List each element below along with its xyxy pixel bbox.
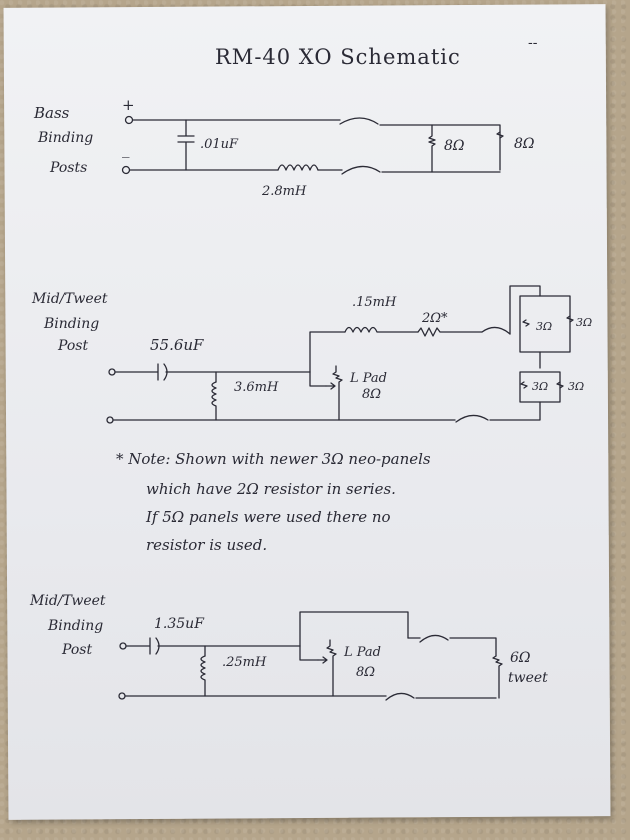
mid1-label-line-3: Post — [57, 338, 88, 354]
corner-mark: -- — [528, 35, 538, 51]
mid2-lpad — [317, 639, 337, 697]
mid1-cap-value: 55.6uF — [150, 336, 204, 354]
bass-minus-mark: _ — [122, 140, 130, 158]
note-block: * Note: Shown with newer 3Ω neo-panels w… — [116, 450, 431, 554]
mid1-panel-d-value: 3Ω — [568, 380, 584, 393]
mid1-lpad-label-1: L Pad — [349, 371, 387, 386]
mid1-switch-bottom — [455, 414, 489, 423]
note-line-1: * Note: Shown with newer 3Ω neo-panels — [116, 450, 431, 468]
mid2-label-line-3: Post — [61, 642, 92, 658]
bass-section: Bass Binding Posts + _ .01uF 2.8mH 8Ω 8Ω — [33, 96, 535, 199]
mid2-post-positive — [119, 642, 127, 650]
bass-inductor — [277, 164, 319, 171]
mid1-panel-c-value: 3Ω — [532, 380, 548, 393]
bass-plus-mark: + — [122, 96, 135, 114]
mid2-load-value: 6Ω — [510, 650, 531, 666]
bass-label-line-2: Binding — [37, 130, 93, 146]
mid1-panel-a-value: 3Ω — [536, 320, 552, 333]
mid1-panel-a — [522, 319, 530, 327]
mid1-label-line-1: Mid/Tweet — [31, 291, 108, 307]
bass-label-line-1: Bass — [33, 104, 70, 122]
note-line-4: resistor is used. — [146, 536, 267, 554]
mid1-panel-c — [520, 381, 528, 389]
mid1-series-inductor — [344, 326, 419, 333]
mid1-label-line-2: Binding — [43, 316, 99, 332]
mid1-panel-b-value: 3Ω — [576, 316, 592, 329]
mid1-post-positive — [108, 368, 116, 376]
mid1-shunt-inductor — [211, 381, 217, 421]
mid2-cap-value: 1.35uF — [154, 616, 205, 632]
mid2-section: Mid/Tweet Binding Post 1.35uF .25mH L Pa… — [29, 593, 548, 701]
bass-label-line-3: Posts — [49, 160, 87, 176]
note-line-2: which have 2Ω resistor in series. — [146, 480, 396, 498]
mid2-capacitor — [125, 637, 301, 655]
mid2-load-label: tweet — [508, 670, 548, 686]
schematic-title: RM-40 XO Schematic — [215, 45, 461, 69]
bass-capacitor — [177, 119, 195, 171]
bass-resistor-1-value: 8Ω — [444, 138, 465, 154]
bass-resistor-2-value: 8Ω — [514, 136, 535, 152]
note-line-3: If 5Ω panels were used there no — [145, 508, 391, 526]
bass-inductor-value: 2.8mH — [261, 184, 307, 199]
mid2-shunt-inductor — [200, 655, 206, 697]
mid1-shunt-inductor-value: 3.6mH — [234, 380, 279, 395]
mid1-lpad-label-2: 8Ω — [362, 387, 381, 402]
bass-resistor-2 — [496, 131, 504, 139]
mid1-post-negative — [106, 416, 114, 424]
bass-bottom-switch — [341, 165, 381, 175]
mid1-series-resistor-value: 2Ω* — [421, 311, 448, 326]
mid1-panel-b — [566, 315, 574, 323]
bass-cap-value: .01uF — [200, 137, 239, 152]
bass-post-negative — [121, 165, 131, 175]
mid1-series-resistor — [417, 327, 483, 337]
mid1-switch-top — [481, 326, 511, 335]
mid1-lpad — [325, 365, 343, 421]
mid1-panel-d — [556, 381, 564, 389]
mid1-section: Mid/Tweet Binding Post 55.6uF 3.6mH L Pa… — [31, 285, 592, 424]
mid2-post-negative — [118, 692, 126, 700]
mid2-switch-top — [419, 634, 449, 643]
mid1-capacitor — [114, 363, 311, 381]
bass-resistor-1 — [428, 124, 436, 173]
mid2-label-line-1: Mid/Tweet — [29, 593, 106, 609]
mid2-label-line-2: Binding — [47, 618, 103, 634]
mid2-lpad-label-1: L Pad — [343, 645, 381, 660]
bass-top-switch — [339, 117, 379, 125]
mid2-shunt-inductor-value: .25mH — [222, 655, 267, 670]
bass-post-positive — [124, 115, 134, 125]
mid2-load-resistor — [492, 655, 503, 699]
mid2-switch-bottom — [385, 692, 415, 701]
mid1-series-inductor-value: .15mH — [352, 295, 397, 310]
mid2-lpad-label-2: 8Ω — [356, 665, 375, 680]
